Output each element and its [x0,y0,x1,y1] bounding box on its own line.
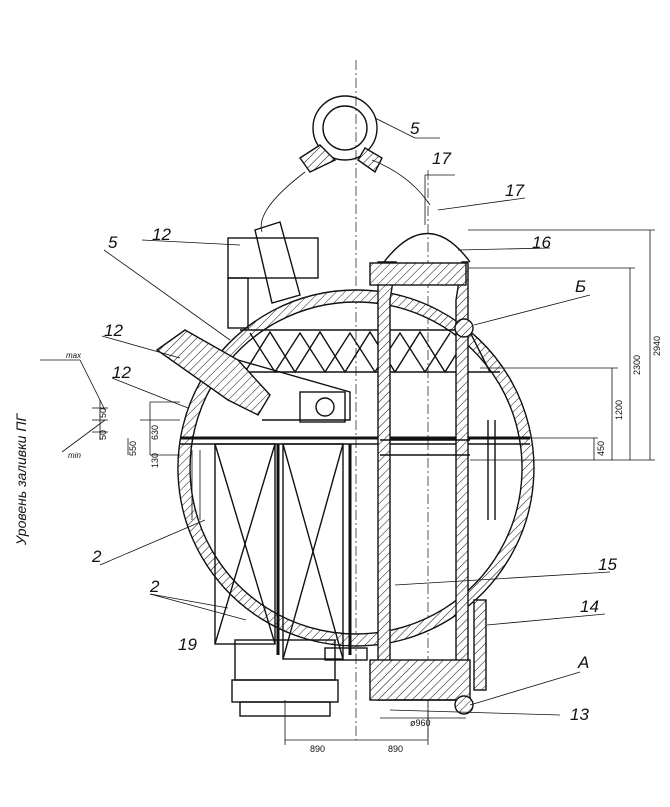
dim-890-a: 890 [310,744,325,754]
fill-level-label: Уровень заливки ПГ [13,412,29,546]
bottom-support [324,647,368,661]
callout-19: 19 [178,635,197,654]
top-pipe-detail [260,95,431,233]
callout-12-low: 12 [112,363,131,382]
callout-12-mid: 12 [104,321,123,340]
dim-960: ø960 [410,718,431,728]
callout-2-a: 2 [91,547,102,566]
callout-a: А [577,653,589,672]
level-min: min [68,451,81,460]
level-50b: 50 [98,430,108,440]
callout-2-b: 2 [149,577,160,596]
callout-5-top: 5 [410,119,420,138]
callout-13: 13 [570,705,589,724]
central-downcomer [369,232,474,715]
callout-14: 14 [580,597,599,616]
dim-2300: 2300 [632,355,642,375]
top-truss [215,329,500,374]
callout-b: Б [575,277,586,296]
bottom-dimensions [284,700,466,745]
callout-5-left: 5 [108,233,118,252]
dim-2940: 2940 [652,336,662,356]
top-nozzle [227,221,319,329]
tube-bundle-left [191,443,352,660]
callout-17-b: 17 [505,181,524,200]
dim-630: 630 [150,425,160,440]
level-50a: 50 [98,408,108,418]
callout-17-a: 17 [432,149,451,168]
leader-lines [99,117,611,716]
level-max: max [66,351,82,360]
dim-890-b: 890 [388,744,403,754]
right-partitions [473,420,496,691]
dim-1200: 1200 [614,400,624,420]
level-gauge [40,359,180,456]
callout-12-top: 12 [152,225,171,244]
callout-15: 15 [598,555,617,574]
distribution-plate [180,436,530,445]
right-dimensions [468,229,655,461]
callout-16: 16 [532,233,551,252]
dim-550: 550 [128,441,138,456]
dim-130: 130 [150,453,160,468]
dim-450: 450 [596,441,606,456]
inclined-nozzle [155,329,351,423]
